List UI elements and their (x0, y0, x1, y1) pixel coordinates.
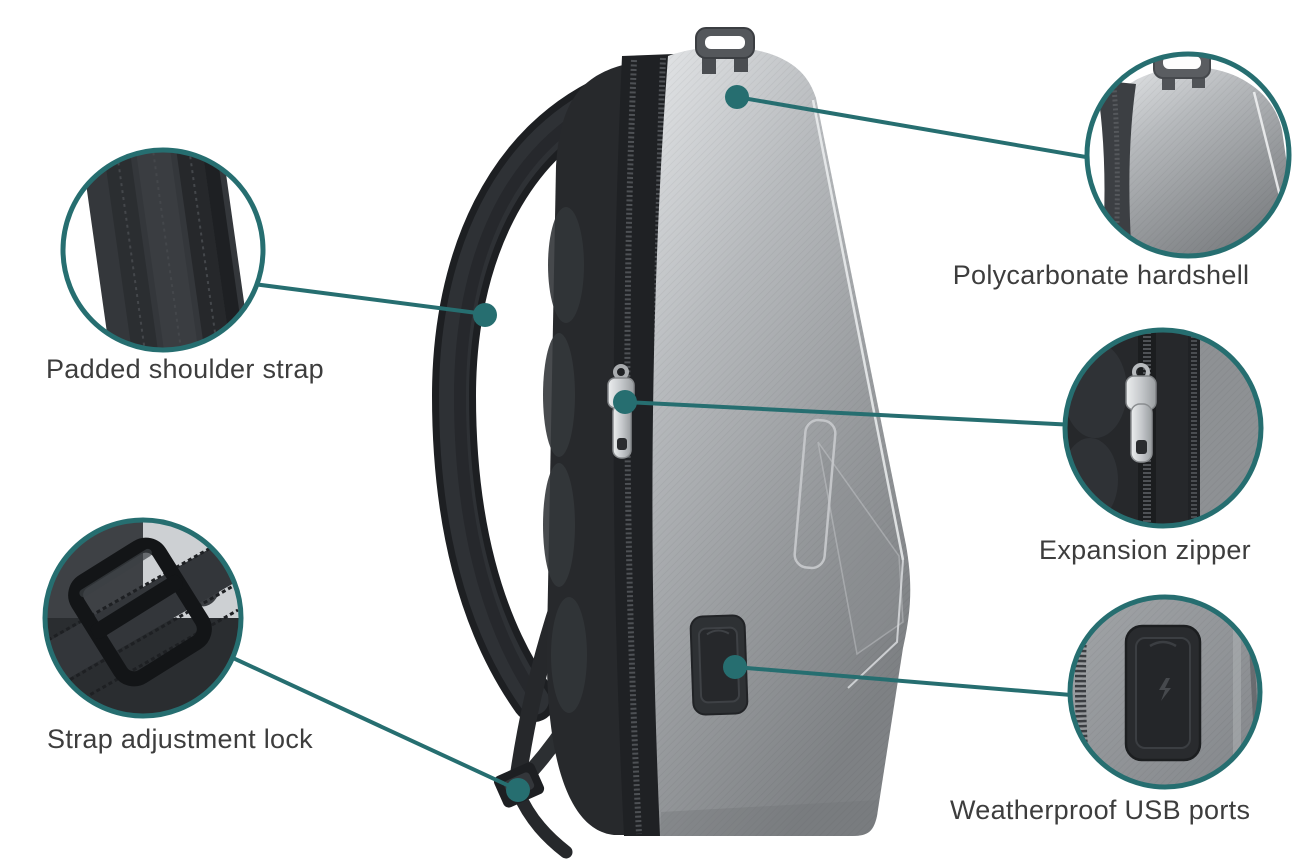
shoulder-strap-closeup (63, 150, 263, 350)
hardshell (652, 47, 911, 836)
callout-dot-padded-shoulder-strap (473, 303, 497, 327)
callout-circle-strap-adjustment-lock (42, 517, 244, 719)
callout-line-strap-adjustment-lock (203, 643, 520, 792)
callout-line-expansion-zipper (623, 400, 1097, 428)
top-handle (695, 27, 755, 74)
strap-lock-closeup (45, 520, 241, 716)
callout-dot-polycarbonate-hardshell (725, 85, 749, 109)
label-padded-shoulder-strap: Padded shoulder strap (46, 354, 324, 384)
callout-dot-expansion-zipper (613, 390, 637, 414)
usb-port (689, 614, 749, 716)
label-expansion-zipper: Expansion zipper (1039, 535, 1251, 565)
callout-circle-weatherproof-usb-ports (1067, 594, 1263, 790)
callout-circle-polycarbonate-hardshell (1084, 51, 1292, 259)
callout-dot-weatherproof-usb-ports (723, 655, 747, 679)
callout-dots (473, 85, 749, 802)
label-strap-adjustment-lock: Strap adjustment lock (47, 724, 313, 754)
shoulder-strap (431, 70, 642, 722)
callout-dot-strap-adjustment-lock (506, 778, 530, 802)
backpack-illustration (431, 27, 911, 859)
callout-line-padded-shoulder-strap (236, 280, 487, 316)
callout-lines (203, 95, 1117, 792)
callout-line-weatherproof-usb-ports (733, 665, 1097, 699)
callout-circle-padded-shoulder-strap (60, 147, 266, 353)
label-polycarbonate-hardshell: Polycarbonate hardshell (952, 260, 1250, 290)
callout-line-polycarbonate-hardshell (735, 95, 1117, 164)
label-weatherproof-usb-ports: Weatherproof USB ports (950, 795, 1251, 825)
side-handle-recess (793, 418, 837, 570)
hardshell-closeup (1087, 54, 1289, 256)
callout-circle-expansion-zipper (1062, 327, 1264, 529)
